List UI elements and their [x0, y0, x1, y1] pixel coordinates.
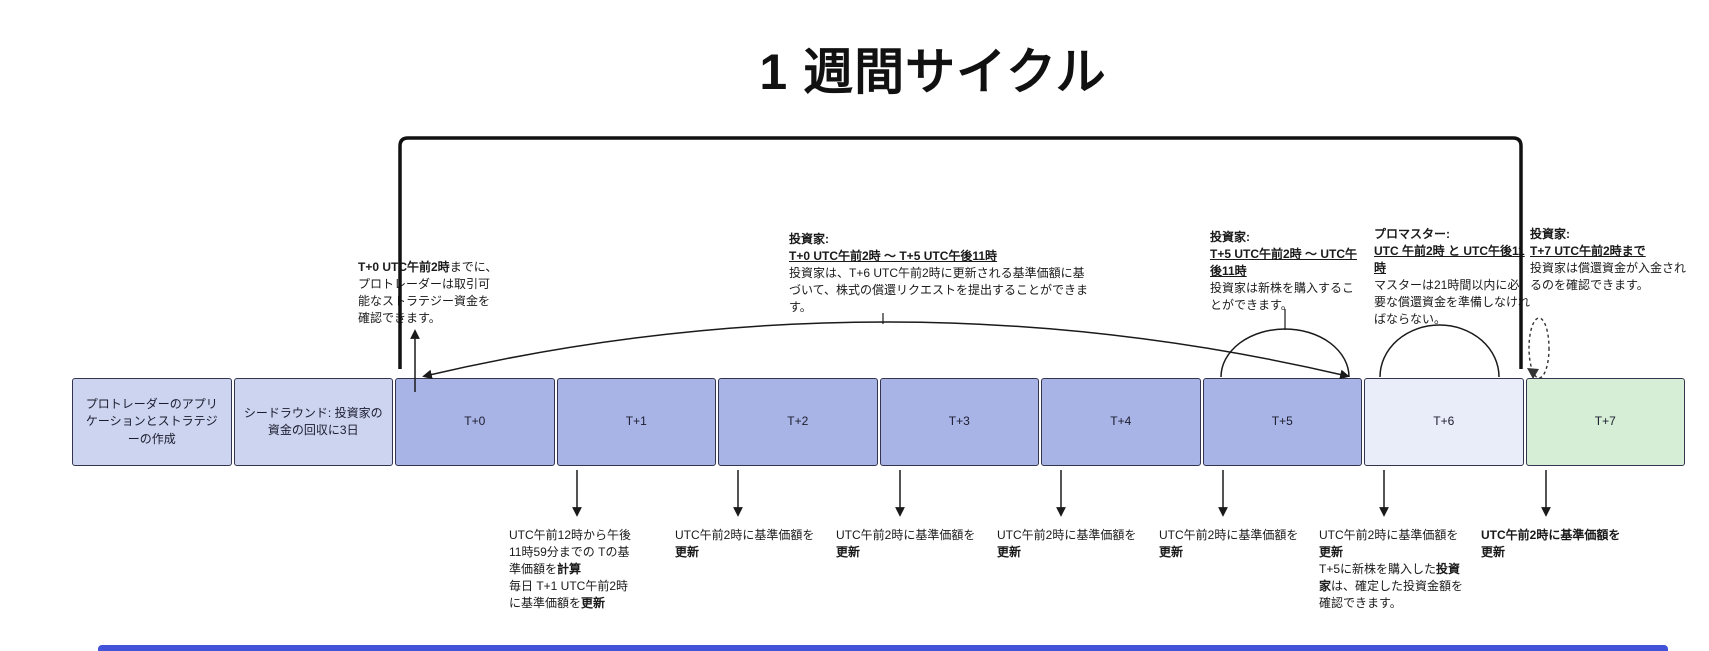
- timeline-cell-t6: T+6: [1364, 378, 1524, 466]
- cell-label: T+2: [787, 414, 809, 429]
- note-nav-update-t6: UTC午前2時に基準価額を更新 T+5に新株を購入した投資家は、確定した投資金額…: [1319, 527, 1467, 612]
- cell-label: T+4: [1110, 414, 1132, 429]
- confirm-dotted-loop: [1528, 317, 1550, 379]
- note-bold: 更新: [581, 596, 606, 611]
- timeline-cell-t7: T+7: [1525, 378, 1685, 466]
- note-investor-redemption-window: 投資家: T+0 UTC午前2時 〜 T+5 UTC午後11時 投資家は、T+6…: [789, 231, 1089, 316]
- note-paragraph: 毎日 T+1 UTC午前2時に基準価額を更新: [509, 578, 639, 612]
- note-bold: 更新: [997, 545, 1022, 560]
- note-protrader-funds: T+0 UTC午前2時までに、プロトレーダーは取引可能なストラテジー資金を確認で…: [358, 259, 500, 327]
- redeem-window-arc: [422, 321, 1350, 380]
- note-paragraph: T+5に新株を購入した投資家は、確定した投資金額を確認できます。: [1319, 561, 1467, 612]
- cell-label: T+0: [464, 414, 486, 429]
- note-bold: 投資家: [1319, 562, 1461, 594]
- note-investor-confirm-deposit: 投資家: T+7 UTC午前2時まで 投資家は償還資金が入金されるのを確認できま…: [1530, 226, 1688, 294]
- note-bold: 更新: [1319, 545, 1344, 560]
- cell-label: T+3: [948, 414, 970, 429]
- note-body: UTC午前2時に基準価額を: [836, 528, 976, 542]
- note-body: 投資家は新株を購入することができます。: [1210, 281, 1355, 313]
- cell-label: シードラウンド: 投資家の資金の回収に3日: [243, 405, 383, 437]
- note-body: マスターは21時間以内に必要な償還資金を準備しなければならない。: [1374, 278, 1531, 327]
- note-nav-update-t5: UTC午前2時に基準価額を更新: [1159, 527, 1309, 561]
- note-bold: 更新: [836, 545, 861, 560]
- note-body: UTC午前12時から午後11時59分までの Tの基準価額を: [509, 528, 632, 577]
- note-nav-calc-t1: UTC午前12時から午後11時59分までの Tの基準価額を計算 毎日 T+1 U…: [509, 527, 639, 612]
- note-bold: UTC午前2時に基準価額を: [1481, 528, 1621, 542]
- note-nav-update-t3: UTC午前2時に基準価額を更新: [836, 527, 986, 561]
- note-time-range: T+5 UTC午前2時 〜 UTC午後11時: [1210, 247, 1358, 279]
- note-heading: プロマスター:: [1374, 227, 1450, 241]
- next-row-peek: [98, 645, 1668, 651]
- note-body: UTC午前2時に基準価額を: [1319, 528, 1459, 542]
- note-promaster-window: プロマスター: UTC 午前2時 と UTC午後11時 マスターは21時間以内に…: [1374, 226, 1530, 328]
- note-body: 投資家は、T+6 UTC午前2時に更新される基準価額に基づいて、株式の償還リクエ…: [789, 266, 1089, 315]
- note-time-range: T+0 UTC午前2時 〜 T+5 UTC午後11時: [789, 249, 998, 264]
- purchase-window-arc: [1220, 328, 1350, 378]
- timeline-cell-t5: T+5: [1202, 378, 1362, 466]
- note-nav-update-t7: UTC午前2時に基準価額を 更新: [1481, 527, 1629, 561]
- timeline-row: プロトレーダーのアプリケーションとストラテジーの作成 シードラウンド: 投資家の…: [72, 378, 1685, 466]
- note-heading: 投資家:: [1530, 227, 1570, 241]
- note-investor-purchase-window: 投資家: T+5 UTC午前2時 〜 UTC午後11時 投資家は新株を購入するこ…: [1210, 229, 1362, 314]
- note-nav-update-t2: UTC午前2時に基準価額を更新: [675, 527, 825, 561]
- promaster-window-arc: [1379, 324, 1500, 378]
- note-body: 投資家は償還資金が入金されるのを確認できます。: [1530, 261, 1687, 293]
- cell-label: T+6: [1433, 414, 1455, 429]
- note-body: 毎日 T+1 UTC午前2時に基準価額を: [509, 579, 629, 611]
- timeline-cell-seed-round: シードラウンド: 投資家の資金の回収に3日: [233, 378, 393, 466]
- note-body: UTC午前2時に基準価額を: [675, 528, 815, 542]
- timeline-cell-t3: T+3: [879, 378, 1039, 466]
- note-body: は、確定した投資金額を確認できます。: [1319, 579, 1464, 611]
- note-bold: 更新: [675, 545, 700, 560]
- note-heading: 投資家:: [1210, 230, 1250, 244]
- note-body: UTC午前2時に基準価額を: [997, 528, 1137, 542]
- cell-label: T+7: [1594, 414, 1616, 429]
- note-time-range: T+7 UTC午前2時まで: [1530, 244, 1646, 259]
- note-body: UTC午前2時に基準価額を: [1159, 528, 1299, 542]
- timeline-cell-t2: T+2: [718, 378, 878, 466]
- timeline-cell-t1: T+1: [556, 378, 716, 466]
- note-bold: 更新: [1159, 545, 1184, 560]
- note-heading: 投資家:: [789, 232, 829, 246]
- note-time: T+0 UTC午前2時: [358, 260, 450, 274]
- note-time-range: UTC 午前2時 と UTC午後11時: [1374, 244, 1525, 276]
- cell-label: T+1: [625, 414, 647, 429]
- note-paragraph: UTC午前2時に基準価額を更新: [1319, 527, 1467, 561]
- cell-label: プロトレーダーのアプリケーションとストラテジーの作成: [85, 396, 218, 446]
- timeline-cell-t4: T+4: [1041, 378, 1201, 466]
- note-paragraph: UTC午前12時から午後11時59分までの Tの基準価額を計算: [509, 527, 639, 578]
- cell-label: T+5: [1271, 414, 1293, 429]
- note-body: T+5に新株を購入した: [1319, 562, 1437, 577]
- page-title: 1 週間サイクル: [759, 44, 1107, 100]
- note-bold: 計算: [557, 562, 582, 577]
- timeline-cell-t0: T+0: [395, 378, 555, 466]
- note-bold: 更新: [1481, 545, 1506, 560]
- timeline-cell-app-creation: プロトレーダーのアプリケーションとストラテジーの作成: [72, 378, 232, 466]
- note-nav-update-t4: UTC午前2時に基準価額を更新: [997, 527, 1147, 561]
